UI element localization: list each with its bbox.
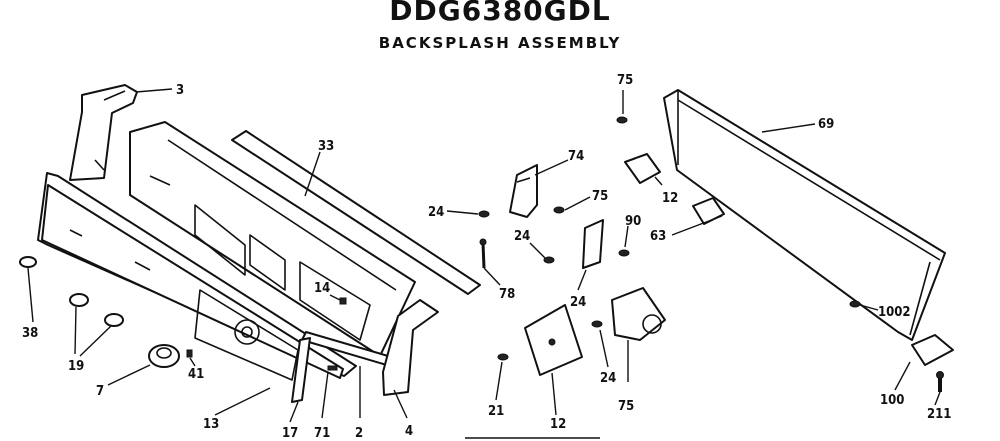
part-38-button [19, 256, 37, 268]
diagram-title: BACKSPLASH ASSEMBLY [378, 34, 622, 52]
callout-2: 2 [355, 426, 363, 441]
part-14-screw [339, 297, 347, 305]
callout-4: 4 [405, 424, 413, 439]
callout-19: 19 [68, 359, 84, 374]
callout-69: 63 [650, 229, 666, 244]
callout-75: 90 [625, 214, 641, 229]
part-100-timer [611, 287, 666, 341]
callout-38: 38 [22, 326, 38, 341]
callout-1002: 69 [818, 117, 834, 132]
part-end-cap-left [69, 84, 138, 181]
callout-labels: 3 33 38 19 7 41 13 17 71 2 4 14 24 24 78… [22, 73, 951, 441]
part-75-screw [618, 249, 630, 257]
part-7-knob [148, 344, 180, 368]
part-75-screw [591, 320, 603, 328]
part-78-screw [479, 238, 487, 269]
callout-74: 74 [568, 149, 584, 164]
callout-24: 24 [514, 229, 530, 244]
part-71-screw [327, 365, 338, 371]
part-24-screw [478, 210, 490, 218]
part-41-clip [186, 349, 193, 358]
callout-78: 78 [499, 287, 515, 302]
part-107-bolt [936, 371, 944, 392]
callout-75: 75 [592, 189, 608, 204]
callout-21: 12 [550, 417, 566, 432]
callout-12: 1002 [878, 305, 911, 320]
callout-107: 211 [927, 407, 951, 422]
callout-71: 71 [314, 426, 330, 441]
callout-24: 24 [428, 205, 444, 220]
part-74-bracket [509, 164, 538, 218]
callout-90: 24 [570, 295, 586, 310]
part-211-bracket [911, 334, 954, 366]
leader-lines [27, 88, 941, 439]
part-control-panel [37, 172, 357, 381]
part-24-screw [543, 256, 555, 264]
part-12-screw [849, 300, 861, 308]
model-number: DDG6380GDL [389, 0, 611, 27]
part-backsplash-housing [663, 89, 946, 341]
part-75-screw [553, 206, 565, 214]
callout-12: 75 [617, 73, 633, 88]
callout-75: 24 [600, 371, 616, 386]
part-24-screw [497, 353, 509, 361]
callout-14: 14 [314, 281, 330, 296]
part-end-cap-right [382, 299, 439, 396]
part-63-switch [624, 153, 661, 184]
callout-41: 41 [188, 367, 204, 382]
part-21-board [524, 304, 583, 376]
callout-100: 75 [618, 399, 634, 414]
callout-33: 33 [318, 139, 334, 154]
part-90-bracket [582, 219, 604, 269]
callout-7: 7 [96, 384, 104, 399]
callout-211: 100 [880, 393, 904, 408]
callout-17: 17 [282, 426, 298, 441]
callout-13: 13 [203, 417, 219, 432]
callout-24: 21 [488, 404, 504, 419]
callout-63: 12 [662, 191, 678, 206]
part-19-buttons [69, 293, 124, 327]
part-trim-strip [231, 130, 481, 295]
callout-3: 3 [176, 83, 184, 98]
part-17-bracket [291, 337, 311, 403]
part-12-screw [616, 116, 628, 124]
